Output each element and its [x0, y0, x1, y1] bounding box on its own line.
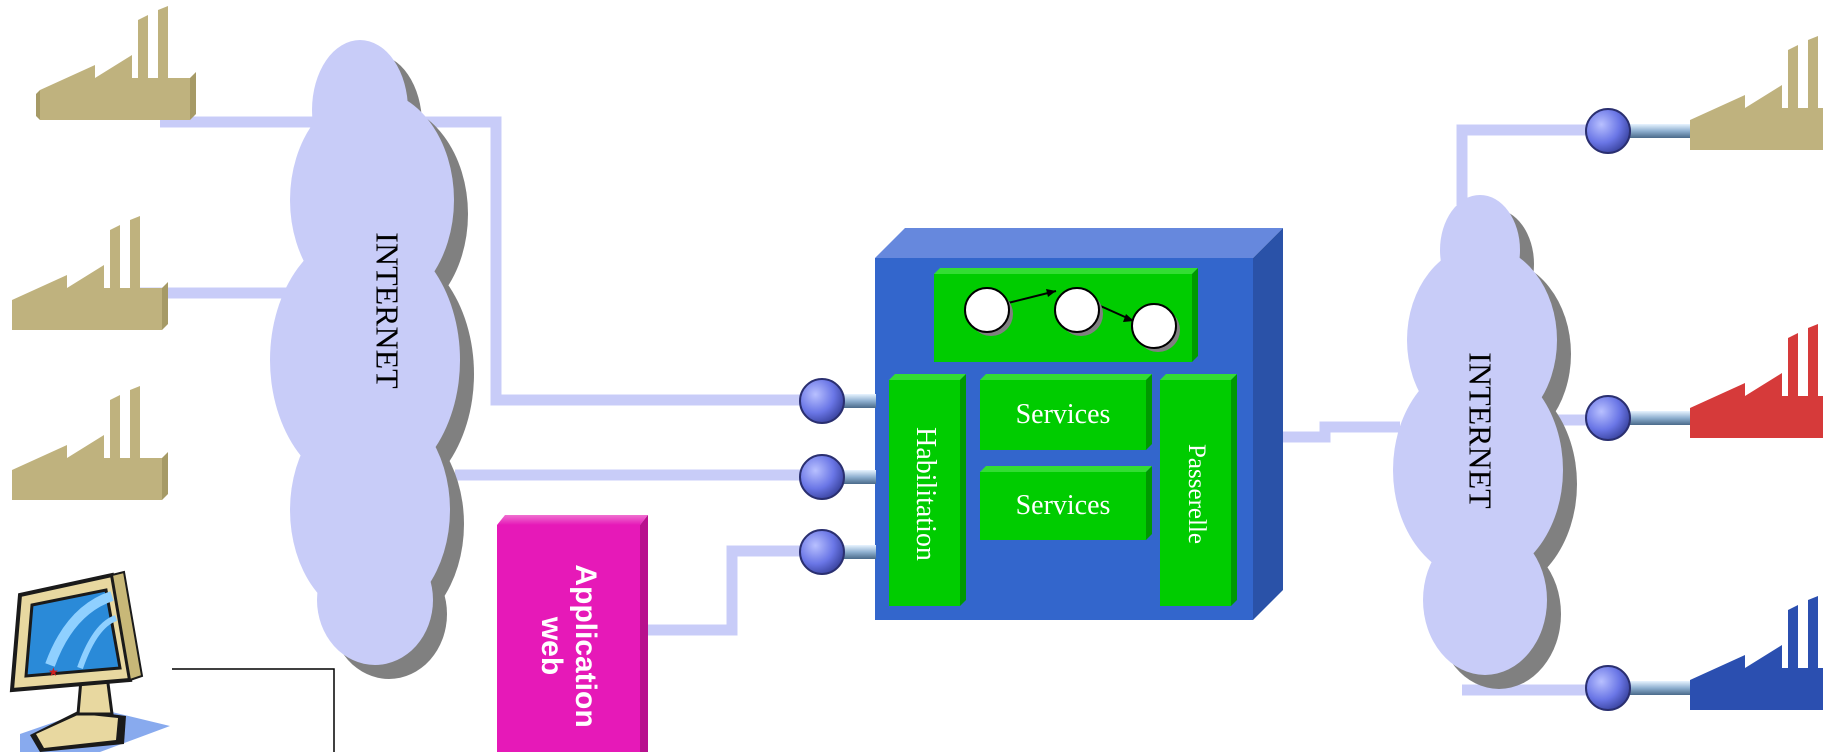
link-rightcloud-factory-top — [1456, 124, 1600, 205]
link-factory1-server — [160, 116, 800, 406]
port-server-1 — [799, 378, 876, 424]
computer-icon: ★ — [9, 570, 170, 752]
port-factory-right-3 — [1585, 665, 1690, 711]
ports — [799, 108, 1690, 711]
internet-label-right: INTERNET — [1462, 351, 1499, 509]
internet-cloud-left — [270, 40, 474, 679]
habilitation-label: Habilitation — [910, 427, 941, 561]
workflow-node-2 — [1054, 287, 1100, 333]
application-label-line2: web — [535, 616, 568, 676]
factory-left-2 — [12, 216, 168, 330]
workflow-node-1 — [964, 287, 1010, 333]
passerelle-label: Passerelle — [1183, 444, 1210, 544]
server-side — [1253, 228, 1283, 620]
habilitation-box — [889, 380, 960, 606]
server-box — [875, 228, 1283, 620]
application-web-label: Application web — [458, 564, 678, 727]
port-server-2 — [799, 454, 876, 500]
factory-left-1 — [36, 6, 196, 120]
services-box-2 — [980, 472, 1146, 540]
services-label-2: Services — [1015, 490, 1111, 521]
services-label-1: Services — [1015, 399, 1111, 430]
workflow-node-3 — [1131, 303, 1177, 349]
application-web-box — [497, 515, 648, 752]
workflow-box — [934, 268, 1198, 362]
callout-line — [172, 668, 335, 752]
port-factory-right-1 — [1585, 108, 1690, 154]
port-server-3 — [799, 529, 876, 575]
link-app-server — [640, 545, 800, 636]
factory-right-3 — [1690, 596, 1823, 710]
passerelle-box — [1160, 380, 1231, 606]
port-factory-right-2 — [1585, 395, 1690, 441]
internet-label-left: INTERNET — [369, 231, 406, 389]
link-server-rightcloud — [1255, 421, 1400, 443]
internet-cloud-right — [1393, 195, 1577, 689]
factory-left-3 — [12, 386, 168, 500]
factory-right-2 — [1690, 324, 1823, 438]
server-top — [875, 228, 1283, 258]
svg-text:★: ★ — [48, 665, 59, 679]
factory-right-1 — [1690, 36, 1823, 150]
services-box-1 — [980, 380, 1146, 450]
application-label-line1: Application — [569, 564, 602, 728]
